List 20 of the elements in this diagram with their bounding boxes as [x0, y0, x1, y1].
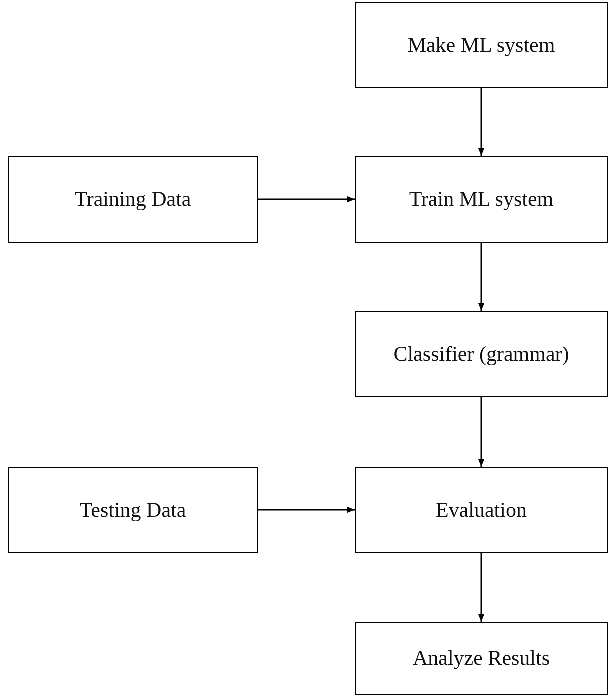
box-label: Classifier (grammar): [394, 342, 570, 366]
arrow: [258, 196, 355, 203]
arrow: [478, 553, 485, 622]
arrow: [478, 88, 485, 156]
process-box: [355, 311, 608, 397]
box-label: Analyze Results: [412, 646, 550, 671]
process-box: [8, 156, 258, 243]
box-label: Training Data: [74, 187, 192, 212]
arrow: [478, 397, 485, 467]
process-box: [355, 467, 608, 553]
box-label: Evaluation: [436, 498, 527, 522]
box-label: Train ML system: [409, 187, 554, 212]
process-box: [8, 467, 258, 553]
box-label: Make ML system: [408, 32, 556, 58]
box-label: Testing Data: [80, 498, 186, 522]
arrow: [258, 506, 355, 514]
process-box: [355, 2, 608, 88]
process-box: [355, 622, 608, 695]
process-box: [355, 156, 608, 243]
arrow: [478, 243, 485, 311]
